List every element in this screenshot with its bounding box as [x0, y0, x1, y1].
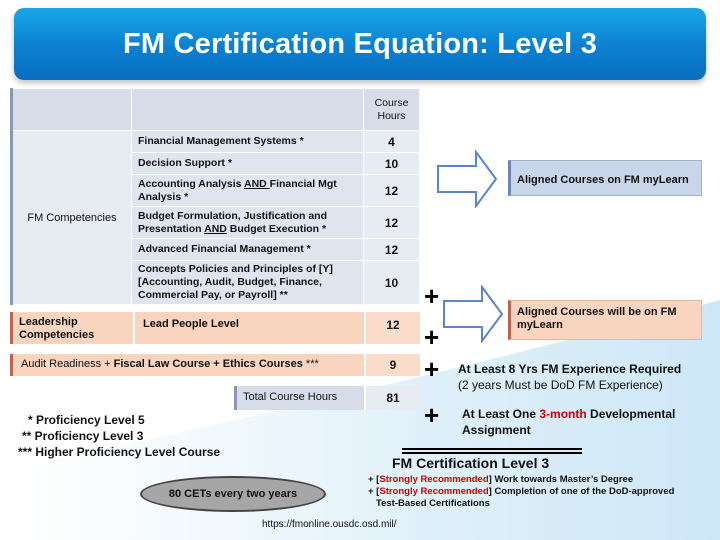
course-hours: 10	[363, 260, 420, 305]
course-name: Decision Support *	[131, 152, 364, 175]
audit-label: Audit Readiness + Fiscal Law Course + Et…	[13, 354, 364, 376]
page-title: FM Certification Equation: Level 3	[122, 27, 598, 60]
course-name: Advanced Financial Management *	[131, 238, 364, 261]
course-hours: 4	[363, 130, 420, 153]
footnotes: * Proficiency Level 5 ** Proficiency Lev…	[18, 412, 220, 460]
course-name: Financial Management Systems *	[131, 130, 364, 153]
course-hours: 12	[363, 206, 420, 239]
developmental-assignment: At Least One 3-month Developmental Assig…	[462, 407, 676, 437]
course-hours: 12	[363, 238, 420, 261]
audit-row: Audit Readiness + Fiscal Law Course + Et…	[10, 354, 420, 376]
leadership-label: Leadership Competencies	[13, 312, 133, 344]
header-blank-1	[10, 88, 132, 131]
course-name: Budget Formulation, Justification and Pr…	[131, 206, 364, 239]
leadership-course: Lead People Level	[133, 312, 364, 344]
plus-icon: +	[424, 322, 440, 352]
certification-recommendations: + [Strongly Recommended] Work towards Ma…	[368, 474, 675, 509]
course-hours: 12	[363, 174, 420, 207]
fm-competencies-label: FM Competencies	[10, 130, 132, 305]
leadership-hours: 12	[364, 312, 420, 344]
future-aligned-courses-box: Aligned Courses will be on FM myLearn	[508, 300, 702, 340]
certification-title: FM Certification Level 3	[392, 455, 550, 471]
plus-icon: +	[424, 354, 440, 384]
plus-icon: +	[424, 281, 440, 311]
arrow-right-icon	[437, 150, 498, 208]
cets-oval: 80 CETs every two years	[140, 476, 326, 512]
header-blank-2	[131, 88, 364, 131]
title-banner: FM Certification Equation: Level 3	[14, 8, 706, 80]
aligned-courses-box: Aligned Courses on FM myLearn	[508, 160, 702, 196]
course-hours-header: Course Hours	[363, 88, 420, 131]
arrow-right-icon	[443, 285, 504, 343]
total-label: Total Course Hours	[237, 386, 364, 410]
double-rule	[402, 448, 582, 454]
course-name: Concepts Policies and Principles of [Y] …	[131, 260, 364, 305]
experience-requirement: At Least 8 Yrs FM Experience Required (2…	[458, 362, 682, 392]
footnote: * Proficiency Level 5	[28, 413, 145, 427]
footnote: ** Proficiency Level 3	[22, 429, 144, 443]
plus-icon: +	[424, 400, 440, 430]
total-row: Total Course Hours 81	[234, 386, 420, 410]
fm-competencies-table: Course Hours FM Competencies Financial M…	[10, 88, 420, 305]
total-hours: 81	[364, 386, 420, 410]
leadership-row: Leadership Competencies Lead People Leve…	[10, 312, 420, 344]
course-name: Accounting Analysis AND Financial Mgt An…	[131, 174, 364, 207]
course-hours: 10	[363, 152, 420, 175]
footnote: *** Higher Proficiency Level Course	[18, 445, 221, 459]
audit-hours: 9	[364, 354, 420, 376]
source-url: https://fmonline.ousdc.osd.mil/	[262, 519, 397, 530]
